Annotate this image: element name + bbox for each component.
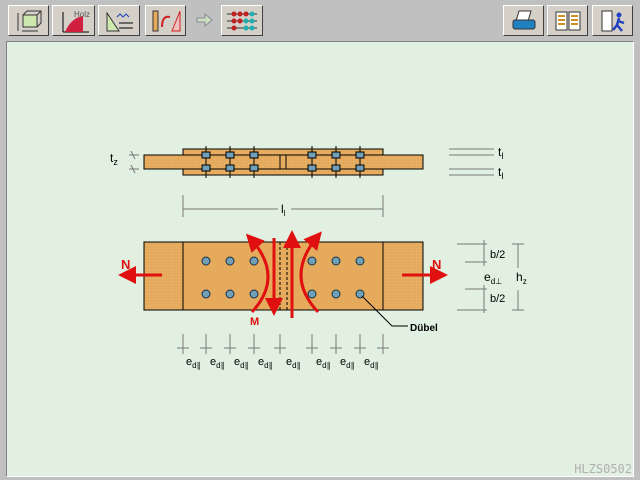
exit-door-icon — [601, 10, 624, 32]
cross-section-icon — [17, 10, 41, 31]
dowel — [225, 289, 235, 299]
dowel — [355, 256, 365, 266]
ed-dim-tick — [306, 334, 318, 354]
ed-par-label: ed∥ — [340, 356, 355, 370]
dowel-section — [201, 151, 211, 159]
print-button[interactable] — [503, 5, 544, 36]
ll-label: ll — [281, 202, 286, 218]
hz-label: hz — [516, 270, 527, 286]
dowel-section — [249, 151, 259, 159]
moment-arrow-left — [245, 233, 270, 314]
dowel-config-icon — [227, 11, 257, 30]
ed-dim-tick — [200, 334, 212, 354]
dowel-section — [355, 151, 365, 159]
next-arrow-icon — [196, 12, 214, 33]
ed-par-label: ed∥ — [186, 356, 201, 370]
dowel-section — [355, 164, 365, 172]
loads-button[interactable] — [98, 5, 140, 36]
dowel-section — [225, 164, 235, 172]
dowel — [307, 289, 317, 299]
loads-icon — [106, 10, 133, 31]
ed-par-label: ed∥ — [234, 356, 249, 370]
dowel — [201, 256, 211, 266]
ed-par-label: ed∥ — [316, 356, 331, 370]
plan-view: N N M Dübel b/2 b/2 ed⊥ hz ed∥ ed∥ ed∥ ed∥ e… — [118, 230, 527, 370]
dowel-section — [249, 164, 259, 172]
dowel-section — [225, 151, 235, 159]
n-label-right: N — [432, 257, 441, 272]
dowel-section — [331, 164, 341, 172]
print-icon — [512, 10, 535, 29]
dowel — [249, 256, 259, 266]
stress-button[interactable] — [145, 5, 186, 36]
ed-perp-label: ed⊥ — [484, 270, 502, 286]
n-label-left: N — [121, 257, 130, 272]
manual-button[interactable] — [547, 5, 588, 36]
ed-dim-tick — [330, 334, 342, 354]
exit-button[interactable] — [592, 5, 633, 36]
moment-arrow-right — [299, 231, 322, 314]
stress-diagram-icon — [152, 10, 180, 31]
dowel — [249, 289, 259, 299]
dowel — [331, 289, 341, 299]
ed-dim-tick — [248, 334, 260, 354]
ed-dim-tick — [274, 334, 286, 354]
dowel-section — [201, 164, 211, 172]
ed-par-label: ed∥ — [364, 356, 379, 370]
screen-code: HLZS0502 — [574, 462, 632, 476]
dowel-config-button[interactable] — [221, 5, 263, 36]
dowel — [225, 256, 235, 266]
ed-par-label: ed∥ — [258, 356, 273, 370]
b2-label-top: b/2 — [490, 249, 505, 261]
material-button[interactable]: Holz — [52, 5, 95, 36]
ed-dim-tick — [354, 334, 366, 354]
ed-par-label: ed∥ — [286, 356, 301, 370]
top-view: tz tl tl ll — [110, 145, 503, 218]
material-holz-icon: Holz — [62, 10, 90, 32]
ed-par-label: ed∥ — [210, 356, 225, 370]
tz-label: tz — [110, 151, 118, 167]
dowel-section — [307, 164, 317, 172]
tl-label-top: tl — [498, 145, 503, 161]
ed-dim-tick — [377, 334, 389, 354]
b2-label-bottom: b/2 — [490, 293, 505, 305]
m-label: M — [250, 316, 259, 328]
dowel-section — [307, 151, 317, 159]
manual-book-icon — [555, 11, 580, 30]
dowel-section — [331, 151, 341, 159]
holz-label: Holz — [74, 10, 90, 19]
ed-dim-tick — [177, 334, 189, 354]
ed-dim-tick — [224, 334, 236, 354]
cross-section-button[interactable] — [8, 5, 49, 36]
dowel-label: Dübel — [410, 323, 438, 334]
dowel — [331, 256, 341, 266]
dowel — [201, 289, 211, 299]
dowel — [307, 256, 317, 266]
tl-label-bottom: tl — [498, 165, 503, 181]
